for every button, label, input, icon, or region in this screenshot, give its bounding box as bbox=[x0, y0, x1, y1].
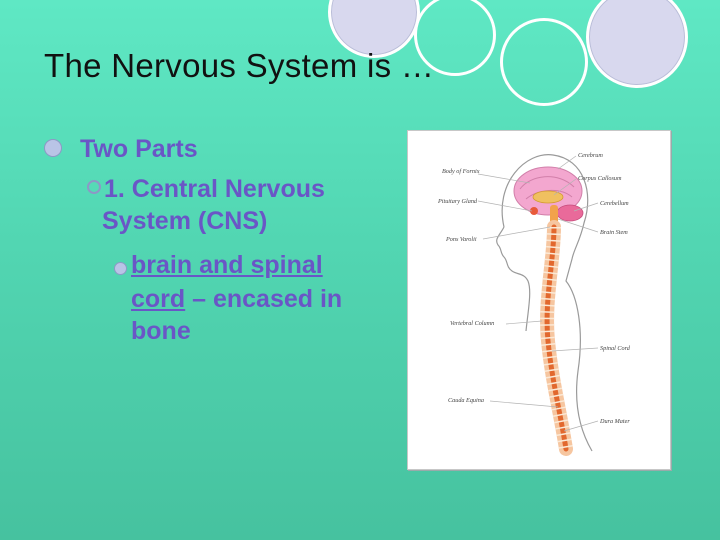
face-outline bbox=[496, 226, 531, 332]
bullet-level2-line1: 1. Central Nervous bbox=[104, 175, 325, 203]
bullet-ring-icon bbox=[87, 180, 101, 194]
decorative-circle bbox=[500, 18, 588, 106]
label-vertebral-column: Vertebral Column bbox=[450, 320, 494, 327]
label-cauda-equina: Cauda Equina bbox=[448, 397, 484, 404]
slide-title: The Nervous System is … bbox=[44, 47, 435, 84]
label-corpus-callosum: Corpus Callosum bbox=[578, 175, 622, 182]
bullet-level3-text: – encased in bbox=[185, 285, 343, 313]
bullet-level3-text-underlined: brain and spinal bbox=[131, 251, 323, 279]
pituitary-gland-shape bbox=[530, 207, 538, 215]
label-brain-stem: Brain Stem bbox=[600, 229, 628, 236]
bullet-level3-line2: cord – encased in bbox=[131, 284, 342, 314]
bullet-dot-icon bbox=[44, 139, 62, 157]
label-body-of-fornix: Body of Fornix bbox=[442, 168, 480, 175]
bullet-level1-text: Two Parts bbox=[80, 135, 198, 163]
label-dura-mater: Dura Mater bbox=[599, 418, 630, 425]
nervous-system-diagram: Body of Fornix Cerebrum Corpus Callosum … bbox=[407, 130, 671, 470]
decorative-circle bbox=[586, 0, 688, 88]
decorative-circle bbox=[414, 0, 496, 76]
bullet-level2-line2: System (CNS) bbox=[102, 207, 268, 235]
bullet-dot-icon bbox=[114, 262, 127, 275]
label-spinal-cord: Spinal Cord bbox=[600, 345, 631, 352]
body-outline bbox=[501, 154, 593, 452]
label-cerebellum: Cerebellum bbox=[600, 200, 629, 207]
corpus-callosum-shape bbox=[532, 190, 564, 204]
bullet-level3-line1: brain and spinal bbox=[131, 250, 323, 280]
label-cerebrum: Cerebrum bbox=[578, 152, 603, 159]
bullet-level3-line3: bone bbox=[131, 317, 191, 345]
nervous-system-illustration: Body of Fornix Cerebrum Corpus Callosum … bbox=[437, 152, 631, 456]
cerebellum-shape bbox=[556, 204, 584, 222]
label-pituitary-gland: Pituitary Gland bbox=[437, 198, 478, 205]
label-pons-varolii: Pons Varolii bbox=[445, 236, 477, 243]
bullet-level3-term-underlined: cord bbox=[131, 285, 186, 313]
